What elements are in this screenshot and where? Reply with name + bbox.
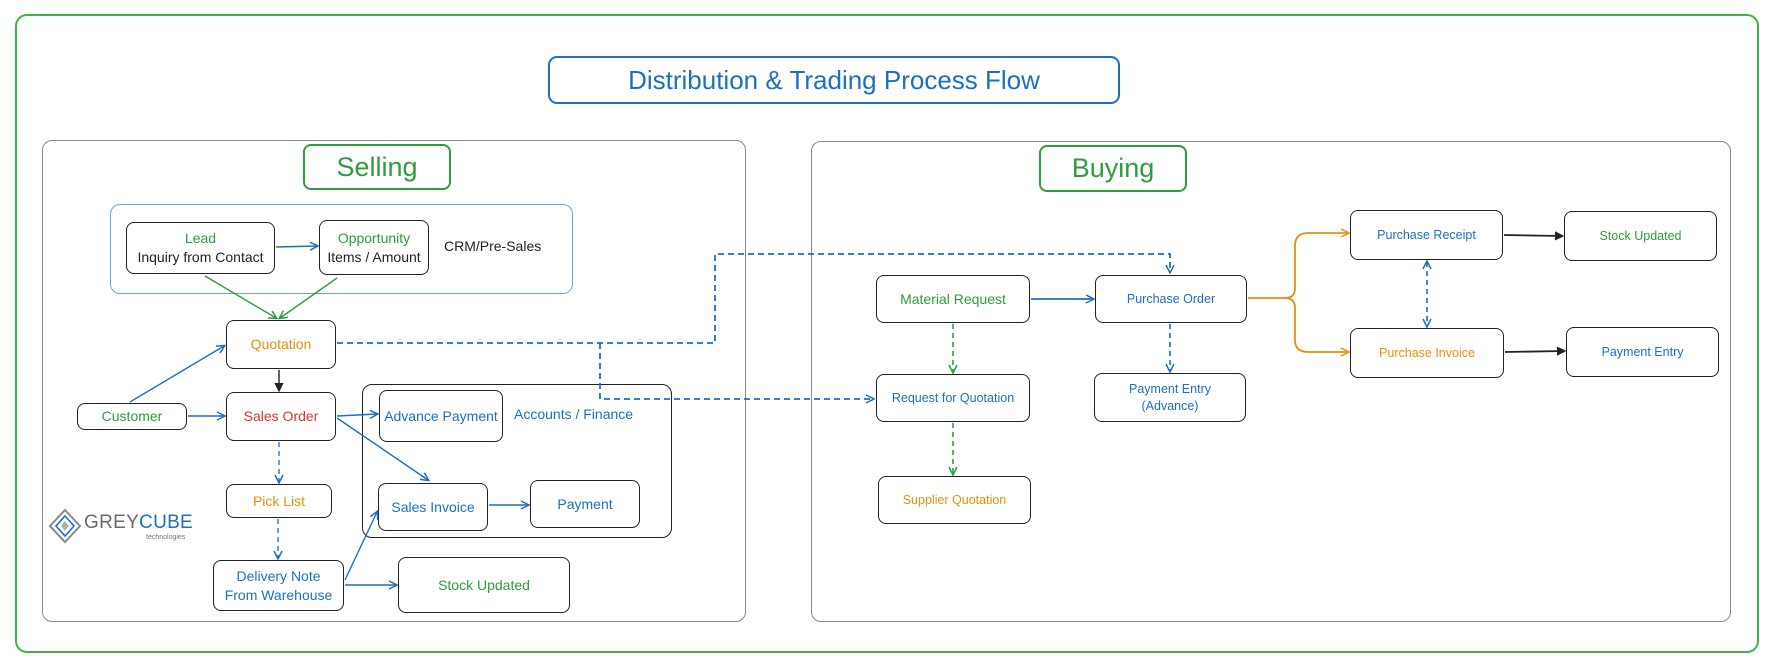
delivery-note-line2: From Warehouse [224, 586, 333, 603]
buying-panel [811, 141, 1731, 622]
selling-heading: Selling [303, 144, 451, 190]
payment-entry-advance-node[interactable]: Payment Entry (Advance) [1094, 373, 1246, 422]
outer-frame [15, 14, 1759, 653]
crm-presales-group [110, 204, 573, 294]
opportunity-node[interactable]: Opportunity Items / Amount [319, 220, 429, 275]
sales-order-node[interactable]: Sales Order [226, 392, 336, 441]
arrow-customer-quotation [129, 346, 224, 403]
delivery-note-node[interactable]: Delivery Note From Warehouse [213, 560, 344, 611]
accounts-finance-label: Accounts / Finance [514, 406, 634, 422]
arrow-purchase-order-purchase-invoice [1284, 297, 1348, 352]
logo-blue-text: CUBE [139, 512, 194, 533]
arrow-sales-order-sales-invoice [336, 417, 428, 480]
diagram-title: Distribution & Trading Process Flow [548, 56, 1120, 104]
quotation-node[interactable]: Quotation [226, 320, 336, 369]
arrow-quotation-rfq [599, 343, 873, 399]
payment-entry-advance-line2: (Advance) [1141, 398, 1199, 413]
greycube-logo: GREYCUBE technologies [48, 508, 193, 544]
arrow-lead-opportunity [275, 246, 317, 247]
buying-stock-updated-node[interactable]: Stock Updated [1564, 211, 1717, 261]
opportunity-subtitle: Items / Amount [327, 248, 421, 265]
arrow-sales-order-advance-payment [336, 414, 377, 416]
lead-subtitle: Inquiry from Contact [137, 249, 264, 265]
pick-list-node[interactable]: Pick List [226, 484, 332, 518]
selling-panel [42, 140, 746, 622]
supplier-quotation-node[interactable]: Supplier Quotation [878, 476, 1031, 524]
payment-entry-advance-line1: Payment Entry [1129, 381, 1211, 396]
payment-entry-node[interactable]: Payment Entry [1566, 327, 1719, 377]
arrow-purchase-order-purchase-receipt [1248, 233, 1348, 299]
opportunity-title: Opportunity [337, 229, 411, 246]
material-request-node[interactable]: Material Request [876, 275, 1030, 323]
arrow-quotation-purchase-order [337, 253, 1170, 344]
arrow-opportunity-quotation [280, 277, 338, 318]
sales-invoice-node[interactable]: Sales Invoice [378, 483, 488, 531]
selling-stock-updated-node[interactable]: Stock Updated [398, 557, 570, 613]
advance-payment-node[interactable]: Advance Payment [379, 390, 503, 442]
logo-wordmark: GREYCUBE [84, 512, 193, 534]
purchase-invoice-node[interactable]: Purchase Invoice [1350, 328, 1504, 378]
buying-heading: Buying [1039, 145, 1187, 192]
crm-presales-label: CRM/Pre-Sales [444, 238, 542, 254]
lead-node[interactable]: Lead Inquiry from Contact [126, 222, 275, 274]
arrow-invoice-payment-entry [1504, 351, 1564, 352]
logo-tagline: technologies [146, 534, 186, 541]
request-for-quotation-node[interactable]: Request for Quotation [876, 374, 1030, 422]
purchase-order-node[interactable]: Purchase Order [1095, 275, 1247, 323]
cube-logo-icon [48, 508, 82, 544]
accounts-finance-group [362, 384, 672, 538]
payment-node[interactable]: Payment [530, 480, 640, 528]
arrow-delivery-note-sales-invoice [344, 512, 377, 581]
purchase-receipt-node[interactable]: Purchase Receipt [1350, 210, 1503, 260]
customer-node[interactable]: Customer [77, 403, 187, 430]
arrow-receipt-stock-updated [1503, 235, 1562, 236]
arrow-lead-quotation [204, 275, 276, 318]
delivery-note-line1: Delivery Note [236, 567, 321, 584]
logo-grey-text: GREY [84, 512, 140, 533]
lead-title: Lead [184, 230, 217, 247]
